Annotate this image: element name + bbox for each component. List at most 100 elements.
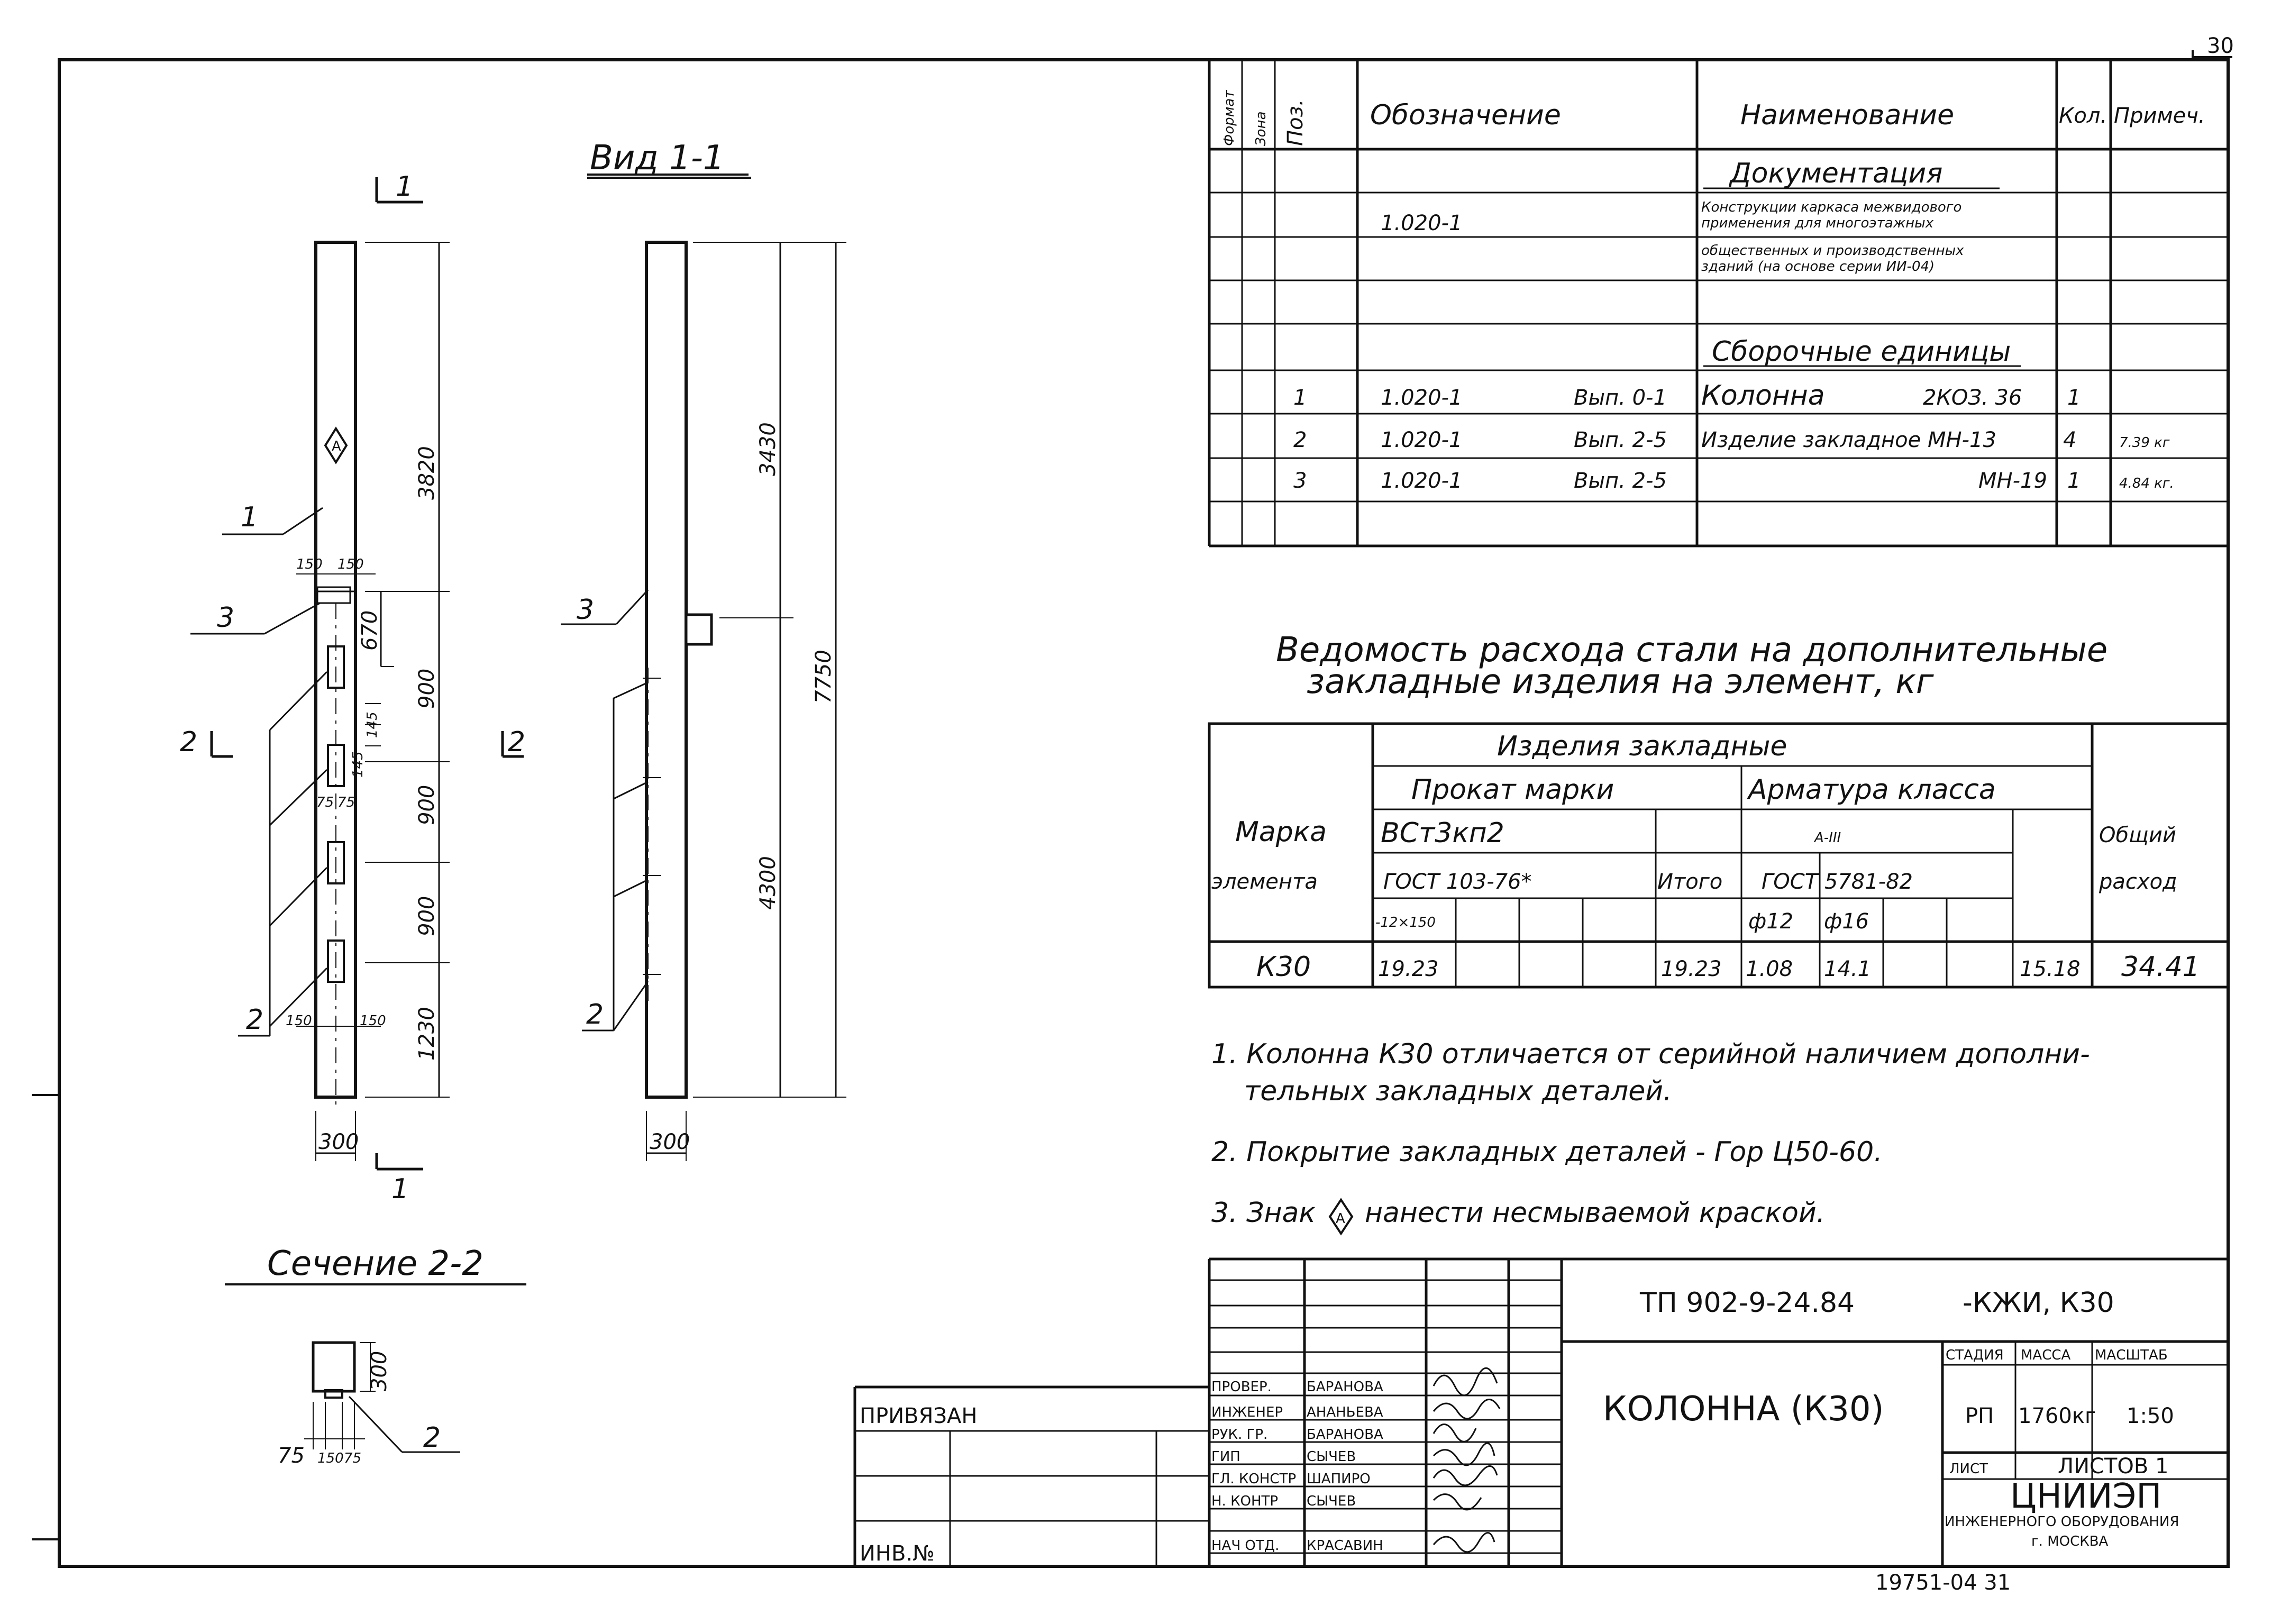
col-designation-header: Обозначение (1370, 99, 1561, 131)
stamp-title: КОЛОННА (К30) (1603, 1390, 1884, 1429)
steel-h-grade: ВСт3кп2 (1381, 817, 1504, 849)
steel-row-mark: К30 (1256, 951, 1311, 983)
documentation-title: Документация (1729, 158, 1942, 189)
steel-title-2: закладные изделия на элемент, кг (1307, 662, 1934, 701)
row-1-designation: 1.020-1 (1381, 386, 1462, 410)
role-5: Н. КОНТР (1211, 1493, 1278, 1509)
steel-row-d12: 1.08 (1746, 957, 1793, 981)
title-block (853, 1257, 2228, 1566)
section-dim-150: 150 (317, 1450, 344, 1466)
col-qty-header: Кол. (2059, 104, 2107, 128)
stamp-scale: 1:50 (2127, 1404, 2174, 1428)
stamp-sheet-label: ЛИСТ (1949, 1461, 1988, 1477)
stamp-stage: РП (1965, 1404, 1994, 1428)
name-3: СЫЧЕВ (1307, 1449, 1356, 1465)
assembly-title: Сборочные единицы (1712, 336, 2011, 368)
role-6: НАЧ ОТД. (1211, 1538, 1279, 1554)
dim-7750: 7750 (811, 650, 836, 704)
section-dim-75-a: 75 (278, 1444, 305, 1468)
steel-h-gost1: ГОСТ 103-76* (1383, 870, 1532, 894)
col-format-header: Формат (1221, 90, 1237, 146)
dim-1230: 1230 (415, 1007, 439, 1061)
steel-row-rebar-total: 15.18 (2020, 957, 2081, 981)
callout-2-left: 2 (246, 1004, 263, 1036)
stamp-suffix: -КЖИ, К30 (1963, 1287, 2114, 1319)
callout-3-left: 3 (217, 602, 234, 634)
dim-75-b: 75 (337, 795, 355, 810)
steel-title-1: Ведомость расхода стали на дополнительны… (1276, 631, 2107, 670)
doc-name-line-3: общественных и производственных (1701, 243, 1964, 259)
stamp-mass-label: МАССА (2021, 1347, 2071, 1363)
steel-table (1208, 722, 2230, 989)
steel-h-section: -12×150 (1375, 915, 1436, 930)
dim-145-b: 145 (350, 751, 366, 778)
row-2-pos: 2 (1293, 428, 1307, 452)
row-3-note: 4.84 кг. (2119, 476, 2174, 491)
row-2-note: 7.39 кг (2119, 435, 2170, 451)
col-name-header: Наименование (1740, 99, 1954, 131)
steel-h-rebar: Арматура класса (1747, 774, 1996, 806)
note-2: 2. Покрытие закладных деталей - Гор Ц50-… (1211, 1136, 1883, 1168)
dim-145-a: 145 (364, 711, 380, 738)
view-title: Вид 1-1 (590, 139, 725, 178)
cut-2-left: 2 (180, 726, 197, 758)
sign-letter: А (332, 439, 341, 454)
stamp-attached: ПРИВЯЗАН (860, 1404, 977, 1428)
doc-name-line-2: применения для многоэтажных (1701, 215, 1934, 231)
steel-row-overall: 34.41 (2121, 951, 2200, 983)
role-3: ГИП (1211, 1449, 1240, 1465)
row-3-qty: 1 (2067, 469, 2081, 493)
signatures (1433, 1367, 1501, 1553)
steel-h-consumption: расход (2098, 870, 2177, 894)
row-1-mark: 2КОЗ. 36 (1923, 386, 2022, 410)
callout-1: 1 (241, 501, 258, 533)
stamp-scale-label: МАСШТАБ (2095, 1347, 2168, 1363)
steel-h-d12: ф12 (1748, 909, 1793, 934)
doc-name-line-4: зданий (на основе серии ИИ-04) (1701, 259, 1935, 275)
steel-h-rebar-class: А-III (1813, 830, 1841, 846)
archive-number: 19751-04 31 (1875, 1571, 2011, 1595)
note-3-start: 3. Знак (1211, 1197, 1316, 1229)
steel-h-d16: ф16 (1824, 909, 1869, 934)
sign-mark (324, 426, 348, 464)
specification-table (1208, 60, 2228, 548)
dim-width-left: 300 (318, 1130, 359, 1154)
stamp-inv: ИНВ.№ (860, 1541, 935, 1566)
dim-3430: 3430 (756, 422, 780, 476)
doc-designation: 1.020-1 (1381, 211, 1462, 235)
page-number: 30 (2207, 34, 2234, 58)
name-6: КРАСАВИН (1307, 1538, 1383, 1554)
dim-150-d: 150 (360, 1013, 386, 1029)
stamp-sheets-label: ЛИСТОВ 1 (2058, 1454, 2168, 1479)
column-front-view (190, 177, 524, 1171)
steel-h-rolled: Прокат марки (1411, 774, 1614, 806)
steel-h-element: элемента (1211, 870, 1318, 894)
name-5: СЫЧЕВ (1307, 1493, 1356, 1509)
stamp-mass: 1760кг (2018, 1404, 2096, 1428)
row-1-qty: 1 (2067, 386, 2081, 410)
steel-h-items: Изделия закладные (1497, 731, 1787, 762)
note-3-end: нанести несмываемой краской. (1365, 1197, 1825, 1229)
doc-name-line-1: Конструкции каркаса межвидового (1701, 199, 1961, 215)
dim-670: 670 (358, 610, 382, 651)
dim-900-c: 900 (415, 896, 439, 936)
dim-900-a: 900 (415, 669, 439, 709)
cut-1-top: 1 (396, 171, 413, 203)
dim-75-a: 75 (316, 795, 334, 810)
note-1-line-2: тельных закладных деталей. (1244, 1075, 1672, 1107)
section-2-2 (225, 1283, 526, 1453)
cut-2-right: 2 (508, 726, 525, 758)
section-dim-75-b: 75 (344, 1450, 361, 1466)
dim-150-b: 150 (337, 556, 364, 572)
name-4: ШАПИРО (1307, 1471, 1371, 1487)
callout-2-right: 2 (586, 999, 604, 1030)
section-dim-300: 300 (367, 1351, 391, 1391)
row-1-name: Колонна (1701, 380, 1825, 412)
row-2-designation: 1.020-1 (1381, 428, 1462, 452)
row-3-pos: 3 (1293, 469, 1307, 493)
note-1-line-1: 1. Колонна К30 отличается от серийной на… (1211, 1038, 2090, 1070)
name-2: БАРАНОВА (1307, 1427, 1383, 1443)
callout-3-right: 3 (577, 594, 594, 626)
name-0: БАРАНОВА (1307, 1379, 1383, 1395)
section-title: Сечение 2-2 (267, 1244, 483, 1283)
